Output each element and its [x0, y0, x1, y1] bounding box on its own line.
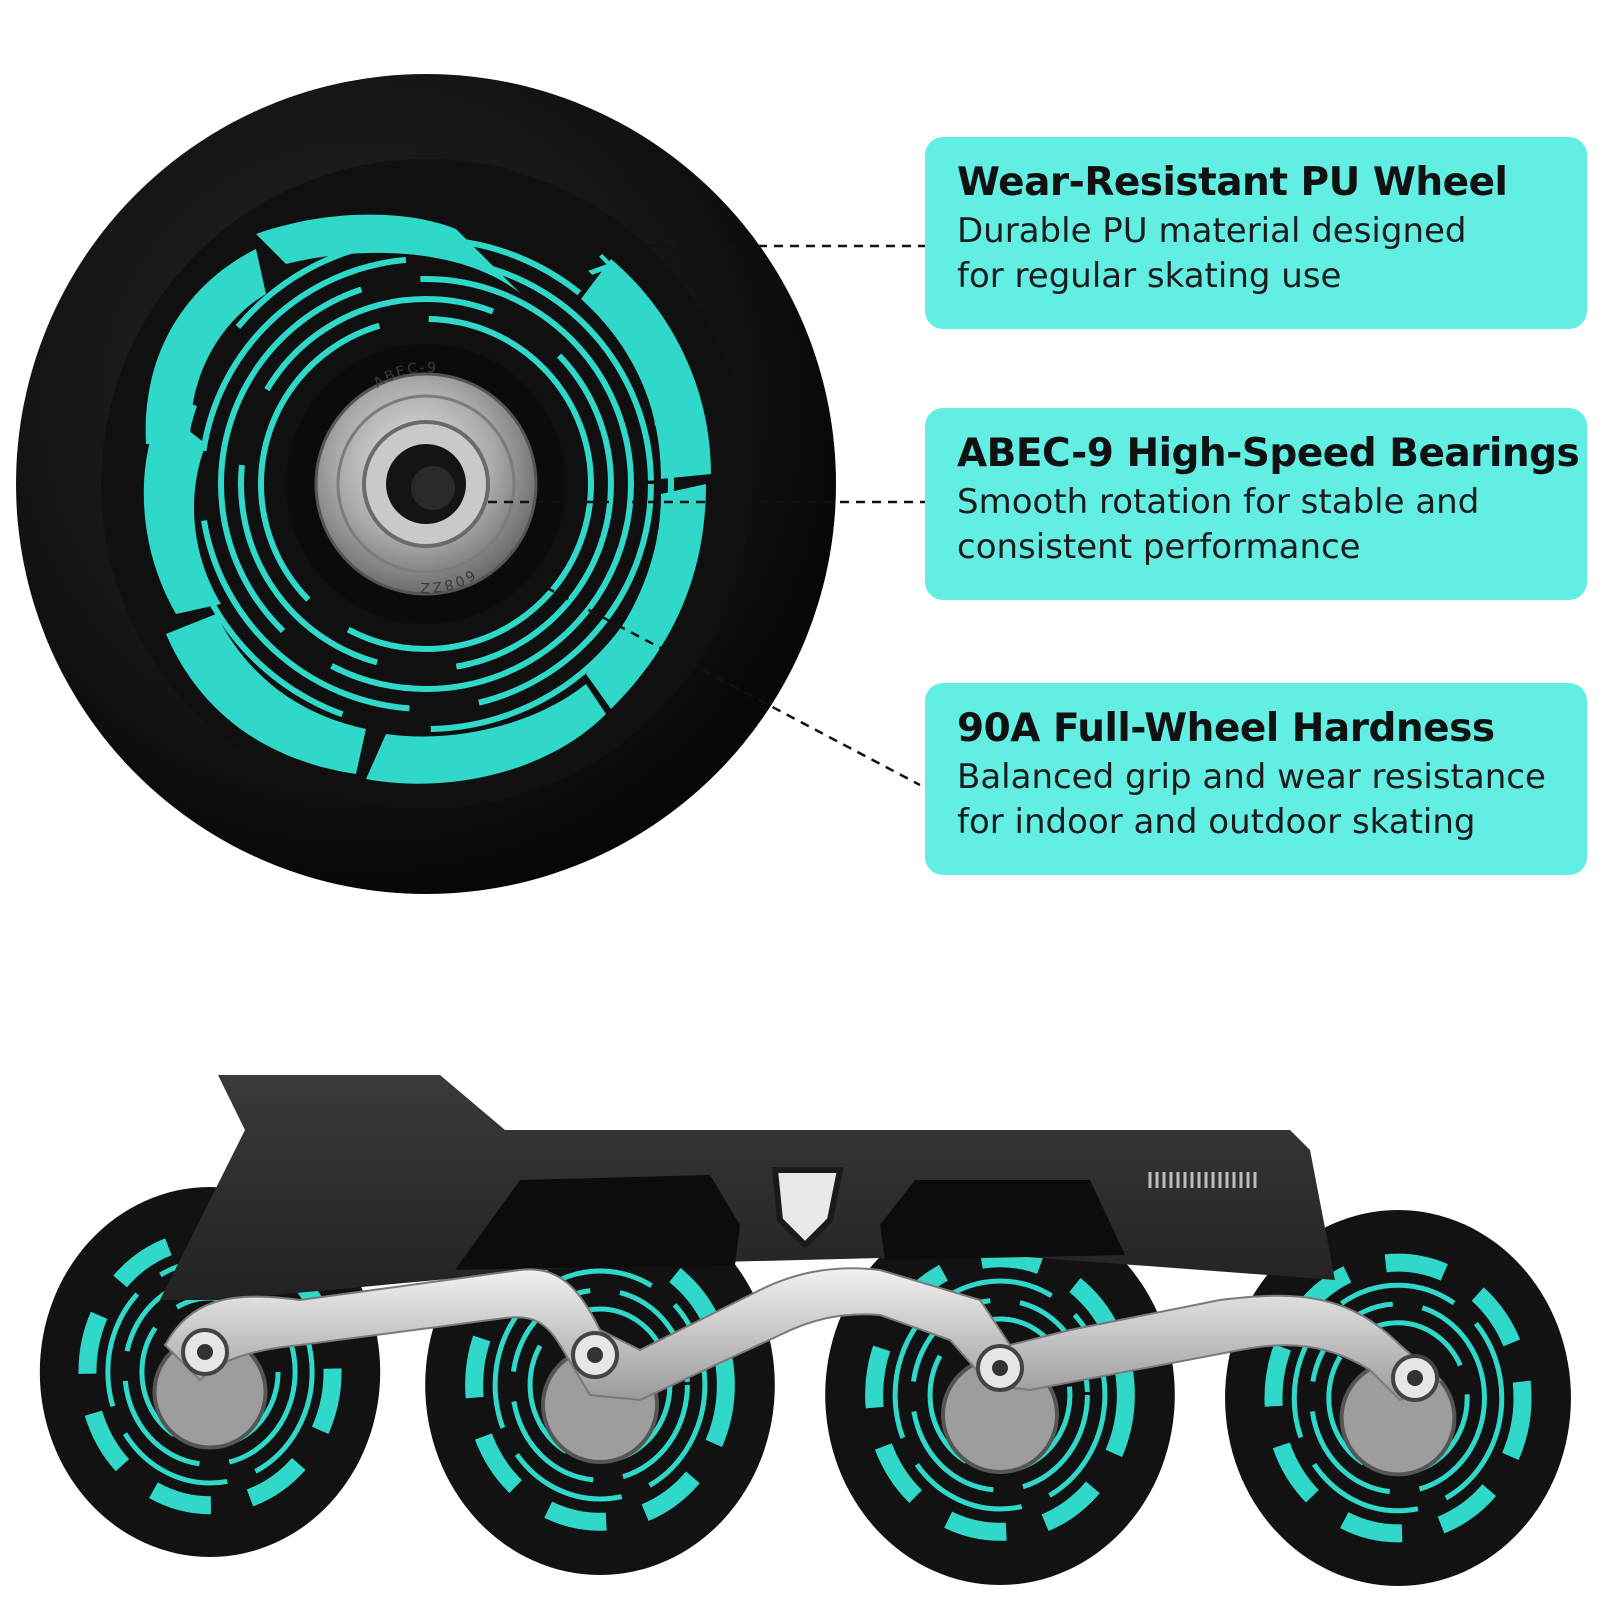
concentric-rings — [178, 236, 674, 732]
feature-card-wear-resistant: Wear-Resistant PU Wheel Durable PU mater… — [925, 137, 1587, 329]
frame-rail — [163, 1267, 1442, 1402]
frame-cutout-center — [771, 1167, 844, 1250]
feature-title: Wear-Resistant PU Wheel — [957, 160, 1508, 205]
frame-serial-marks — [1148, 1172, 1257, 1188]
feature-description: Balanced grip and wear resistance for in… — [957, 757, 1546, 842]
leader-lines — [488, 244, 925, 787]
frame-cutout-right — [880, 1180, 1125, 1260]
frame-cutout-left — [455, 1175, 740, 1270]
feature-title: 90A Full-Wheel Hardness — [957, 706, 1495, 751]
feature-card-bearings: ABEC-9 High-Speed Bearings Smooth rotati… — [925, 408, 1587, 600]
frame-body — [160, 1075, 1335, 1300]
feature-description: Smooth rotation for stable and consisten… — [957, 482, 1480, 567]
bearing: ABEC-9 608ZZ — [286, 344, 566, 624]
axle-bolts — [181, 1328, 1439, 1402]
feature-title: ABEC-9 High-Speed Bearings — [957, 431, 1580, 476]
large-wheel: 76MM/90A ABEC-9 608ZZ — [16, 74, 836, 894]
feature-card-hardness: 90A Full-Wheel Hardness Balanced grip an… — [925, 683, 1587, 875]
skate-frame-assembly — [39, 1075, 1571, 1586]
feature-description: Durable PU material designed for regular… — [957, 211, 1467, 296]
